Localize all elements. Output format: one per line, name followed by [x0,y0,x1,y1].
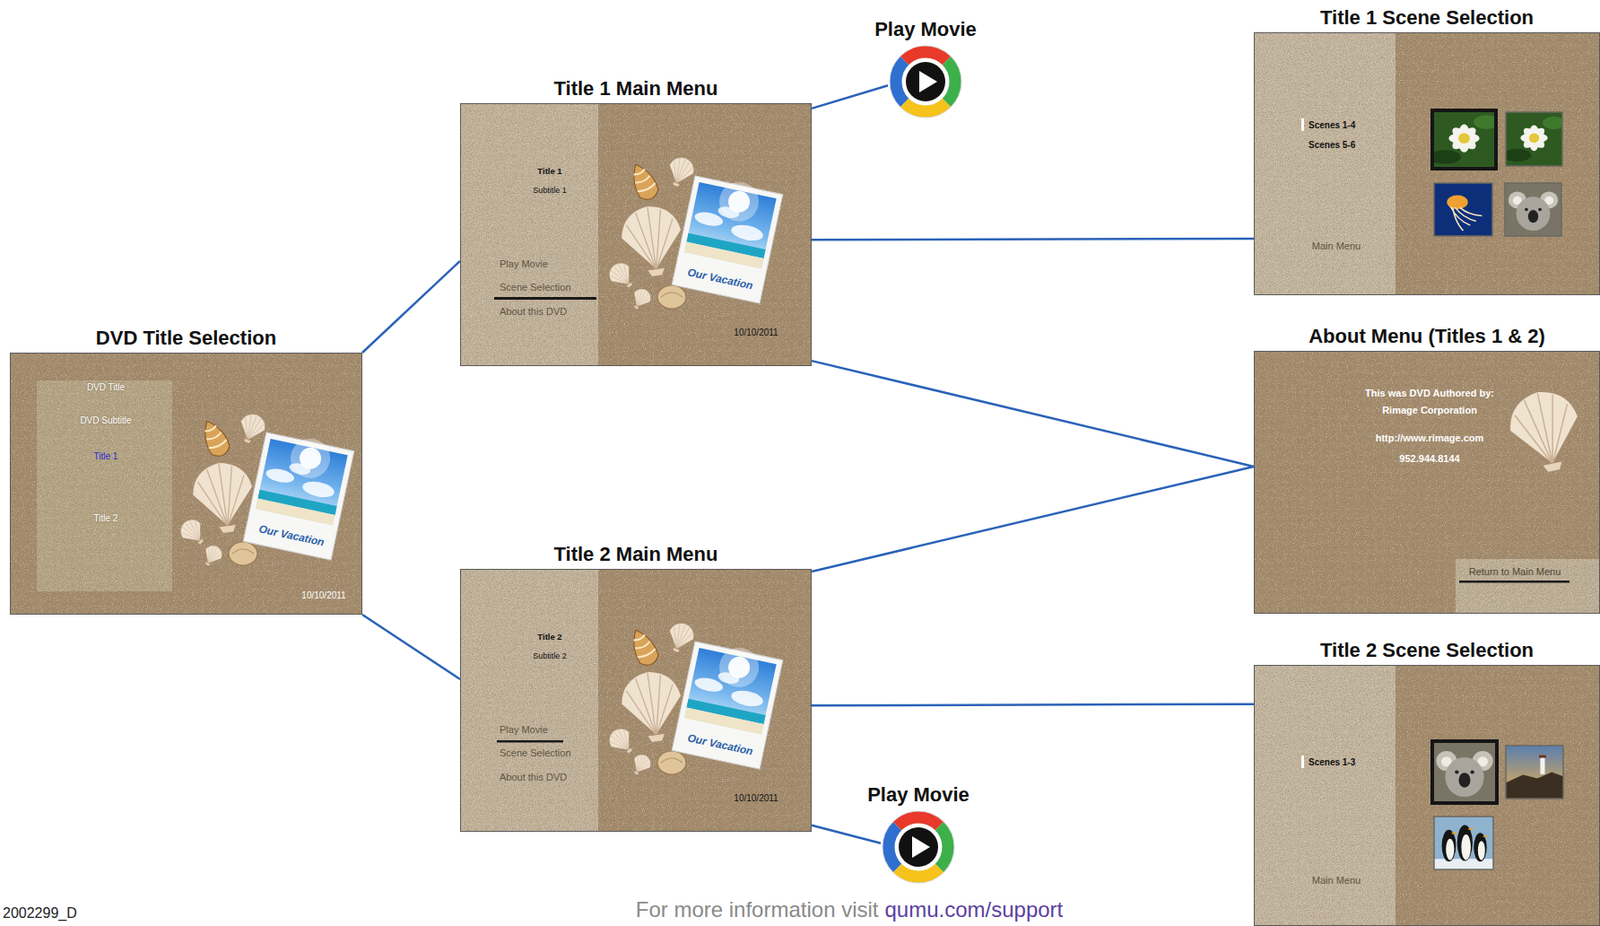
menu-screen: Title 1 Scene SelectionScenes 1-4Scenes … [1253,32,1600,296]
button-label: Play Movie [874,17,977,42]
menu-text: Our Vacation [257,521,326,549]
menu-link [811,704,1254,706]
menu-text: Title 2 [94,513,119,524]
menu-text: 10/10/2011 [733,792,778,804]
footer-line: For more information visitqumu.com/suppo… [635,896,1064,922]
menu-text: Scenes 1-4 [1308,120,1356,131]
menu-text: Rimage Corporation [1382,404,1478,417]
screen-title: Title 1 Main Menu [554,77,719,101]
menu-screen: Title 1 Main MenuTitle 1Subtitle 1Play M… [460,103,812,366]
screen-title: Title 1 Scene Selection [1320,6,1534,30]
menu-text: 952.944.8144 [1399,452,1460,465]
menu-text: Scene Selection [499,747,572,759]
screen-title: About Menu (Titles 1 & 2) [1308,324,1546,348]
menu-screen: Title 2 Scene SelectionScenes 1-3Main Me… [1253,664,1600,926]
menu-text: Title 2 [537,631,562,642]
menu-text: Play Movie [499,723,548,736]
menu-text: Play Movie [499,258,548,270]
menu-link [362,260,461,353]
menu-link [811,85,888,109]
menu-text: Scenes 1-3 [1308,756,1356,768]
menu-text: 10/10/2011 [301,590,346,601]
menu-text: DVD Subtitle [79,415,131,427]
menu-text: http://www.rimage.com [1375,432,1485,444]
play-button: Play Movie [880,808,957,885]
button-label: Play Movie [867,782,970,807]
menu-text: 10/10/2011 [733,327,778,339]
menu-text: Subtitle 2 [532,651,567,661]
menu-link [811,825,881,844]
menu-screen: DVD Title SelectionDVD TitleDVD Subtitle… [9,352,363,615]
menu-text: DVD Title [86,382,125,393]
screen-title: Title 2 Main Menu [554,542,719,566]
support-link: qumu.com/support [884,896,1063,922]
document-code: 2002299_D [2,904,78,922]
menu-text: Main Menu [1312,240,1361,253]
menu-text: Our Vacation [686,265,755,293]
menu-text: Scene Selection [499,281,572,294]
menu-link [811,238,1254,240]
menu-text: Main Menu [1312,874,1361,887]
menu-text: Our Vacation [686,730,755,758]
menu-screen: Title 2 Main MenuTitle 2Subtitle 2Play M… [460,568,812,832]
menu-text: Return to Main Menu [1469,565,1562,578]
menu-text: About this DVD [499,771,567,783]
menu-text: Title 1 [537,165,562,176]
menu-text: Title 1 [94,451,119,462]
menu-text: This was DVD Authored by: [1365,387,1495,400]
menu-link [362,614,461,679]
menu-screen: About Menu (Titles 1 & 2)This was DVD Au… [1253,350,1600,614]
menu-link [811,360,1254,467]
play-button: Play Movie [887,43,964,120]
screen-title: Title 2 Scene Selection [1320,638,1534,662]
footer-note: For more information visit [635,896,879,922]
menu-text: Subtitle 1 [532,185,567,196]
menu-link [811,466,1254,572]
screen-title: DVD Title Selection [95,326,277,350]
menu-text: Scenes 5-6 [1308,139,1356,151]
menu-text: About this DVD [499,305,567,318]
